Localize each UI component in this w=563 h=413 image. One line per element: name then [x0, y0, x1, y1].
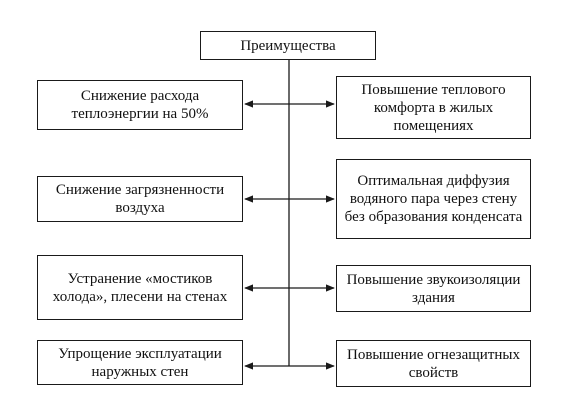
left-box-cold-bridges: Устранение «мостиков холода», плесени на…	[37, 255, 243, 320]
right-box-label: Повышение звукоизоляции здания	[346, 271, 521, 306]
right-box-label: Повышение теплового комфорта в жилых пом…	[361, 81, 506, 134]
left-box-label: Снижение загрязненности воздуха	[55, 182, 225, 216]
right-box-vapor-diffusion: Оптимальная диффузия водяного пара через…	[336, 159, 531, 239]
left-box-energy-savings: Снижение расхода теплоэнергии на 50%	[37, 80, 243, 130]
right-box-fire-protection: Повышение огнезащитных свойств	[336, 340, 531, 387]
left-box-air-pollution: Снижение загрязненности воздуха	[37, 176, 243, 222]
left-box-label: Устранение «мостиков холода», плесени на…	[52, 270, 228, 305]
root-label: Преимущества	[240, 37, 336, 54]
right-box-label: Повышение огнезащитных свойств	[346, 346, 520, 381]
right-box-thermal-comfort: Повышение теплового комфорта в жилых пом…	[336, 76, 531, 139]
left-box-label: Снижение расхода теплоэнергии на 50%	[71, 88, 209, 122]
right-box-label: Оптимальная диффузия водяного пара через…	[344, 173, 523, 225]
left-box-label: Упрощение эксплуатации наружных стен	[58, 345, 222, 380]
right-box-sound-insulation: Повышение звукоизоляции здания	[336, 265, 531, 312]
root-box-advantages: Преимущества	[200, 31, 376, 60]
left-box-maintenance: Упрощение эксплуатации наружных стен	[37, 340, 243, 385]
